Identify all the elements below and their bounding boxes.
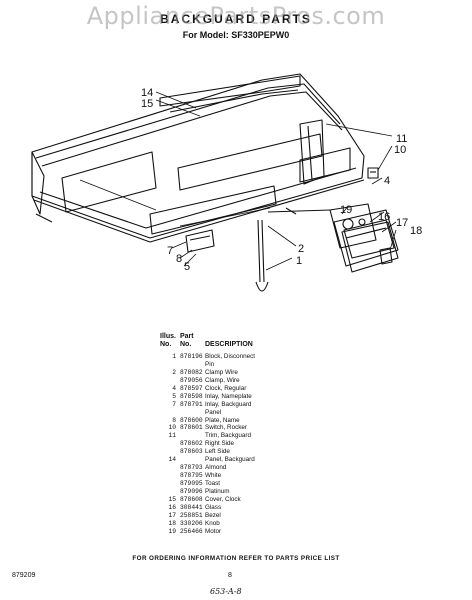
row-illus-no: 2 bbox=[172, 368, 176, 376]
row-illus-no: 14 bbox=[168, 456, 176, 464]
row-description: Cover, Clock bbox=[205, 495, 241, 503]
callout-18: 18 bbox=[410, 225, 422, 237]
row-illus-no: 15 bbox=[168, 495, 176, 503]
row-part-no: 256466 bbox=[180, 527, 203, 535]
page-title: BACKGUARD PARTS bbox=[160, 12, 312, 26]
row-part-no: 330206 bbox=[180, 519, 203, 527]
row-part-no: 878795 bbox=[180, 472, 203, 480]
wire-clamp bbox=[267, 209, 331, 213]
right-trim bbox=[299, 119, 325, 185]
row-part-no: 878602 bbox=[180, 440, 203, 448]
callout-15: 15 bbox=[141, 98, 153, 110]
model-line: For Model: SF330PEPW0 bbox=[182, 30, 290, 40]
ordering-note: FOR ORDERING INFORMATION REFER TO PARTS … bbox=[132, 555, 340, 562]
wire-pin bbox=[257, 219, 265, 283]
callout-19: 19 bbox=[340, 204, 352, 216]
hood-piece bbox=[159, 75, 301, 107]
row-part-no: 878601 bbox=[180, 424, 203, 432]
row-part-no: 879056 bbox=[180, 376, 203, 384]
callout-7: 7 bbox=[167, 245, 173, 257]
row-illus-no: 5 bbox=[172, 392, 176, 400]
row-illus-no: 4 bbox=[172, 384, 176, 392]
row-illus-no: 17 bbox=[168, 511, 176, 519]
row-description: Inlay, Nameplate bbox=[205, 392, 252, 400]
row-part-no: 878793 bbox=[180, 464, 203, 472]
row-illus-no: 1 bbox=[172, 353, 176, 360]
callout-1: 1 bbox=[296, 255, 302, 267]
row-description: Platinum bbox=[205, 487, 230, 495]
watermark: AppliancePartsPros.com bbox=[86, 2, 386, 30]
row-description: Panel bbox=[205, 408, 222, 416]
row-part-no: 878597 bbox=[180, 384, 203, 392]
row-description: Clamp Wire bbox=[205, 368, 238, 376]
row-part-no: 878608 bbox=[180, 495, 203, 503]
backguard-panel bbox=[31, 73, 365, 239]
header-illus: Illus. No. bbox=[160, 333, 176, 348]
callout-10: 10 bbox=[394, 144, 406, 156]
row-part-no: 878082 bbox=[180, 368, 203, 376]
callout-11: 11 bbox=[396, 133, 407, 145]
row-description: Motor bbox=[205, 527, 222, 535]
row-illus-no: 11 bbox=[168, 432, 176, 440]
row-illus-no: 7 bbox=[172, 400, 176, 408]
row-description: Block, Disconnect bbox=[205, 353, 256, 360]
row-part-no: 878598 bbox=[180, 392, 203, 400]
nameplate bbox=[185, 229, 215, 253]
clock-knob bbox=[379, 247, 393, 265]
row-description: White bbox=[205, 472, 222, 480]
panel-top-edge bbox=[35, 83, 341, 159]
clock-opening bbox=[299, 147, 351, 183]
header-description: DESCRIPTION bbox=[205, 341, 253, 348]
callout-14: 14 bbox=[141, 87, 153, 99]
row-description: Left Side bbox=[205, 448, 230, 456]
row-description: Panel, Backguard bbox=[205, 456, 255, 464]
row-description: Toast bbox=[205, 480, 221, 487]
row-illus-no: 16 bbox=[168, 503, 176, 511]
callout-8: 8 bbox=[176, 253, 182, 265]
row-illus-no: 8 bbox=[172, 416, 176, 424]
row-part-no: 878603 bbox=[180, 448, 203, 456]
callout-5: 5 bbox=[184, 261, 190, 273]
rocker-switch bbox=[367, 167, 379, 179]
handwritten-note: 653-A-8 bbox=[210, 587, 242, 596]
row-description: Switch, Rocker bbox=[205, 424, 247, 432]
header-part: Part No. bbox=[180, 333, 194, 348]
clock-motor bbox=[329, 203, 377, 249]
row-part-no: 308441 bbox=[180, 503, 203, 511]
row-part-no: 878196 bbox=[180, 353, 203, 360]
row-description: Trim, Backguard bbox=[205, 432, 251, 440]
row-part-no: 878600 bbox=[180, 416, 203, 424]
exploded-parts-diagram: 14 15 11 10 4 19 16 17 18 2 1 7 8 5 bbox=[31, 73, 422, 292]
row-part-no: 258851 bbox=[180, 511, 203, 519]
page-number: 8 bbox=[228, 572, 232, 579]
callout-2: 2 bbox=[298, 243, 304, 255]
row-illus-no: 19 bbox=[168, 527, 176, 535]
callout-4: 4 bbox=[384, 175, 390, 187]
row-description: Right Side bbox=[205, 440, 235, 448]
row-description: Almond bbox=[205, 464, 227, 472]
panel-window bbox=[61, 151, 157, 213]
left-trim bbox=[31, 151, 45, 215]
row-part-no: 879096 bbox=[180, 487, 203, 495]
inlay-panel bbox=[149, 185, 277, 235]
callout-16: 16 bbox=[378, 211, 390, 223]
row-description: Glass bbox=[205, 503, 222, 511]
row-illus-no: 10 bbox=[168, 424, 176, 432]
row-description: Clock, Regular bbox=[205, 384, 247, 392]
row-description: Clamp, Wire bbox=[205, 376, 240, 384]
callout-17: 17 bbox=[396, 217, 408, 229]
document-code: 879209 bbox=[12, 572, 36, 579]
row-description: Pin bbox=[205, 360, 215, 368]
row-description: Knob bbox=[205, 519, 220, 527]
clock-glass bbox=[341, 221, 399, 273]
clock-bezel bbox=[333, 209, 399, 267]
row-part-no: 878791 bbox=[180, 400, 203, 408]
panel-bottom-band bbox=[39, 167, 357, 229]
row-description: Bezel bbox=[205, 511, 221, 519]
row-illus-no: 18 bbox=[168, 519, 176, 527]
row-part-no: 879095 bbox=[180, 480, 203, 487]
row-description: Inlay, Backguard bbox=[205, 400, 252, 408]
row-description: Plate, Name bbox=[205, 416, 240, 424]
